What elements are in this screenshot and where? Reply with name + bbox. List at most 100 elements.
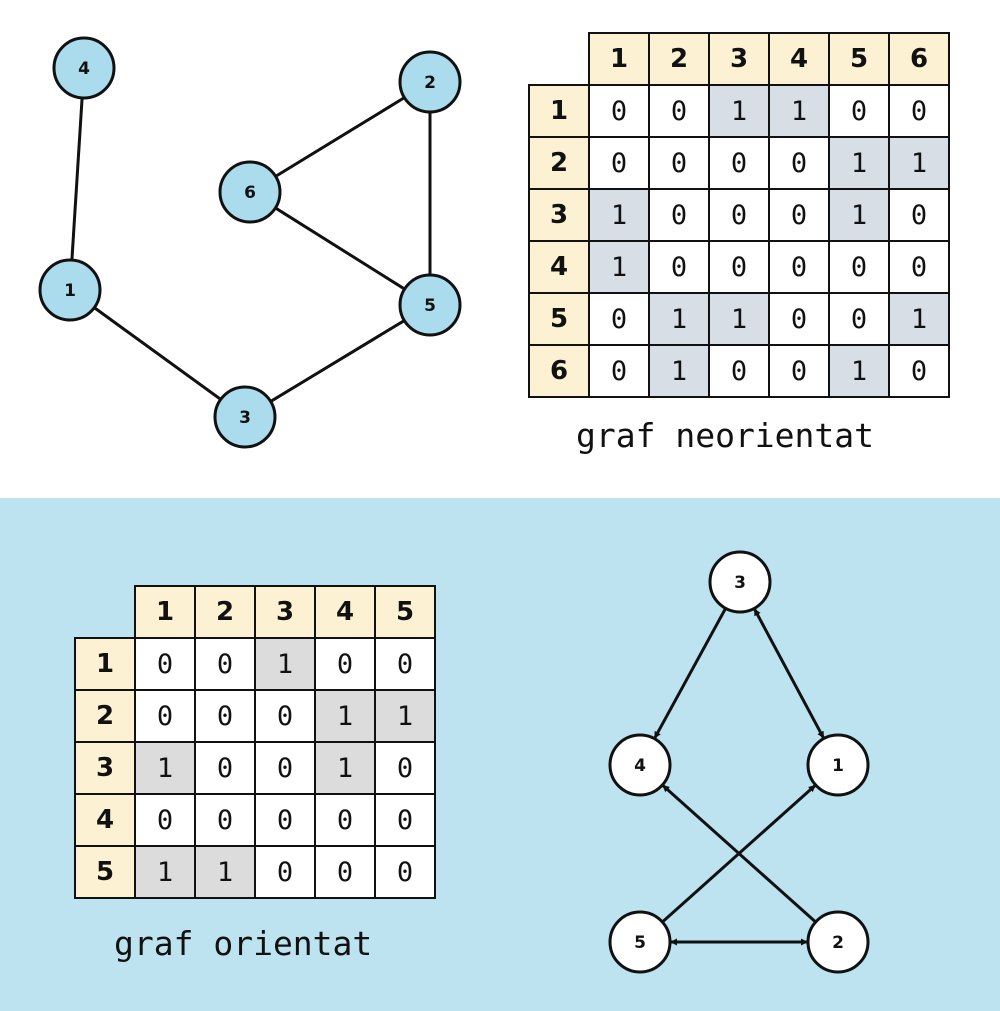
directed-matrix-col-header: 4 [314, 585, 376, 639]
undirected-edge-2-6 [274, 96, 406, 178]
directed-matrix-cell: 1 [134, 845, 196, 899]
directed-matrix-cell: 0 [194, 637, 256, 691]
directed-matrix-cell: 1 [314, 741, 376, 795]
undirected-matrix-cell: 0 [708, 344, 770, 398]
undirected-node-5: 5 [398, 273, 462, 337]
undirected-matrix-row-header: 1 [528, 84, 590, 138]
directed-matrix-cell: 0 [374, 637, 436, 691]
directed-node-circle [806, 910, 870, 974]
directed-matrix-cell: 0 [194, 793, 256, 847]
undirected-node-circle [213, 385, 277, 449]
undirected-matrix-cell: 0 [888, 84, 950, 138]
directed-matrix-cell: 0 [134, 793, 196, 847]
undirected-node-1: 1 [38, 258, 102, 322]
caption-directed: graf orientat [114, 924, 373, 963]
undirected-edge-1-3 [93, 306, 222, 401]
undirected-matrix-col-header: 4 [768, 32, 830, 86]
undirected-matrix-corner [529, 33, 589, 85]
directed-node-label: 1 [832, 756, 844, 776]
undirected-matrix-cell: 0 [888, 188, 950, 242]
undirected-node-label: 4 [78, 59, 90, 79]
directed-matrix-row-header: 3 [74, 741, 136, 795]
directed-node-circle [608, 733, 672, 797]
undirected-matrix-cell: 1 [888, 136, 950, 190]
caption-undirected: graf neorientat [576, 416, 875, 455]
directed-matrix-cell: 0 [374, 741, 436, 795]
directed-node-circle [608, 910, 672, 974]
directed-edge-3-4 [653, 607, 727, 740]
undirected-matrix-cell: 1 [648, 292, 710, 346]
undirected-matrix-cell: 1 [888, 292, 950, 346]
directed-matrix-cell: 0 [254, 741, 316, 795]
undirected-matrix-cell: 1 [708, 292, 770, 346]
undirected-matrix-cell: 1 [828, 344, 890, 398]
undirected-matrix-cell: 1 [648, 344, 710, 398]
undirected-node-circle [398, 273, 462, 337]
undirected-matrix-cell: 0 [768, 188, 830, 242]
undirected-node-circle [398, 50, 462, 114]
directed-matrix-cell: 0 [254, 689, 316, 743]
undirected-matrix-col-header: 5 [828, 32, 890, 86]
directed-matrix-col-header: 5 [374, 585, 436, 639]
undirected-node-circle [218, 160, 282, 224]
directed-matrix-cell: 0 [134, 637, 196, 691]
undirected-matrix-col-header: 3 [708, 32, 770, 86]
undirected-edge-1-4 [70, 97, 84, 261]
undirected-matrix-cell: 1 [708, 84, 770, 138]
undirected-matrix-cell: 0 [648, 84, 710, 138]
undirected-matrix-cell: 0 [768, 344, 830, 398]
undirected-matrix-cell: 0 [828, 240, 890, 294]
directed-matrix-col-header: 2 [194, 585, 256, 639]
undirected-matrix-cell: 0 [588, 136, 650, 190]
undirected-matrix-row-header: 2 [528, 136, 590, 190]
undirected-matrix-cell: 0 [768, 292, 830, 346]
directed-matrix-cell: 1 [374, 689, 436, 743]
directed-node-3: 3 [708, 550, 772, 614]
undirected-matrix-cell: 0 [588, 292, 650, 346]
undirected-matrix-cell: 0 [708, 188, 770, 242]
undirected-edge-5-6 [274, 206, 406, 291]
directed-matrix-cell: 1 [314, 689, 376, 743]
undirected-node-4: 4 [52, 36, 116, 100]
directed-matrix-cell: 0 [374, 845, 436, 899]
directed-matrix-cell: 1 [134, 741, 196, 795]
undirected-node-6: 6 [218, 160, 282, 224]
undirected-node-label: 5 [424, 296, 436, 316]
directed-matrix-cell: 0 [194, 741, 256, 795]
undirected-matrix-cell: 1 [588, 188, 650, 242]
undirected-matrix-row-header: 5 [528, 292, 590, 346]
directed-matrix-cell: 0 [254, 845, 316, 899]
undirected-matrix-cell: 0 [828, 292, 890, 346]
directed-matrix-col-header: 3 [254, 585, 316, 639]
directed-matrix-cell: 0 [314, 637, 376, 691]
directed-node-circle [806, 733, 870, 797]
undirected-matrix-cell: 0 [888, 344, 950, 398]
directed-matrix-row-header: 1 [74, 637, 136, 691]
undirected-node-label: 6 [244, 183, 256, 203]
directed-node-label: 4 [634, 756, 646, 776]
undirected-matrix-col-header: 1 [588, 32, 650, 86]
undirected-node-label: 3 [239, 408, 251, 428]
undirected-matrix-row-header: 3 [528, 188, 590, 242]
undirected-matrix-cell: 0 [708, 240, 770, 294]
directed-node-5: 5 [608, 910, 672, 974]
undirected-matrix-col-header: 2 [648, 32, 710, 86]
undirected-edge-3-5 [269, 319, 406, 403]
undirected-node-label: 1 [64, 281, 76, 301]
directed-matrix-cell: 1 [254, 637, 316, 691]
directed-matrix-cell: 0 [314, 845, 376, 899]
directed-edge-5-1 [661, 783, 817, 924]
undirected-matrix-row-header: 6 [528, 344, 590, 398]
directed-matrix-cell: 0 [194, 689, 256, 743]
directed-node-2: 2 [806, 910, 870, 974]
undirected-matrix-cell: 1 [768, 84, 830, 138]
